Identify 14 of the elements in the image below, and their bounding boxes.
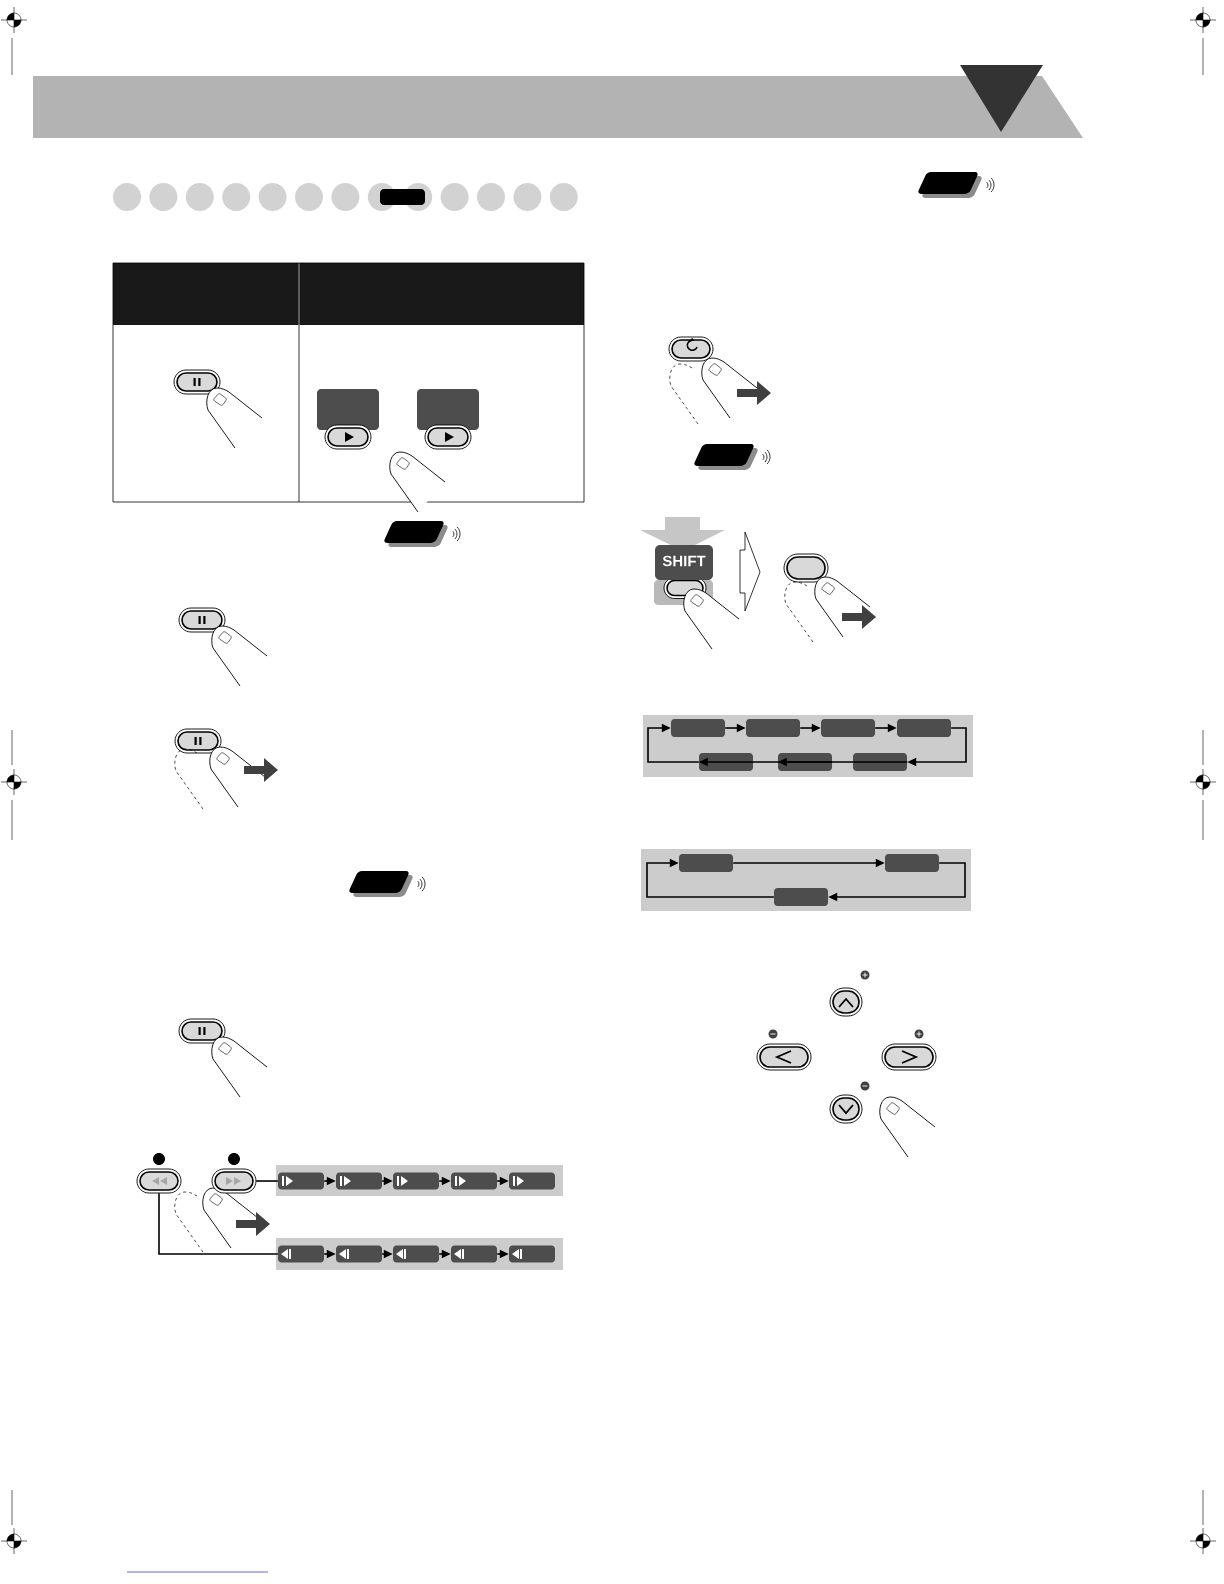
display-box <box>897 719 951 737</box>
display-box <box>746 719 800 737</box>
skip-button <box>136 1168 182 1194</box>
display-box <box>774 888 828 906</box>
arrow <box>646 858 775 898</box>
connector-line <box>255 1180 279 1182</box>
skip-button <box>211 1168 257 1194</box>
display-box <box>821 719 875 737</box>
arrow <box>647 723 700 763</box>
display-box <box>679 854 733 872</box>
display-box <box>885 854 939 872</box>
connector-line <box>158 1192 279 1255</box>
shift-label-box: SHIFT <box>655 545 713 580</box>
display-box <box>671 719 725 737</box>
